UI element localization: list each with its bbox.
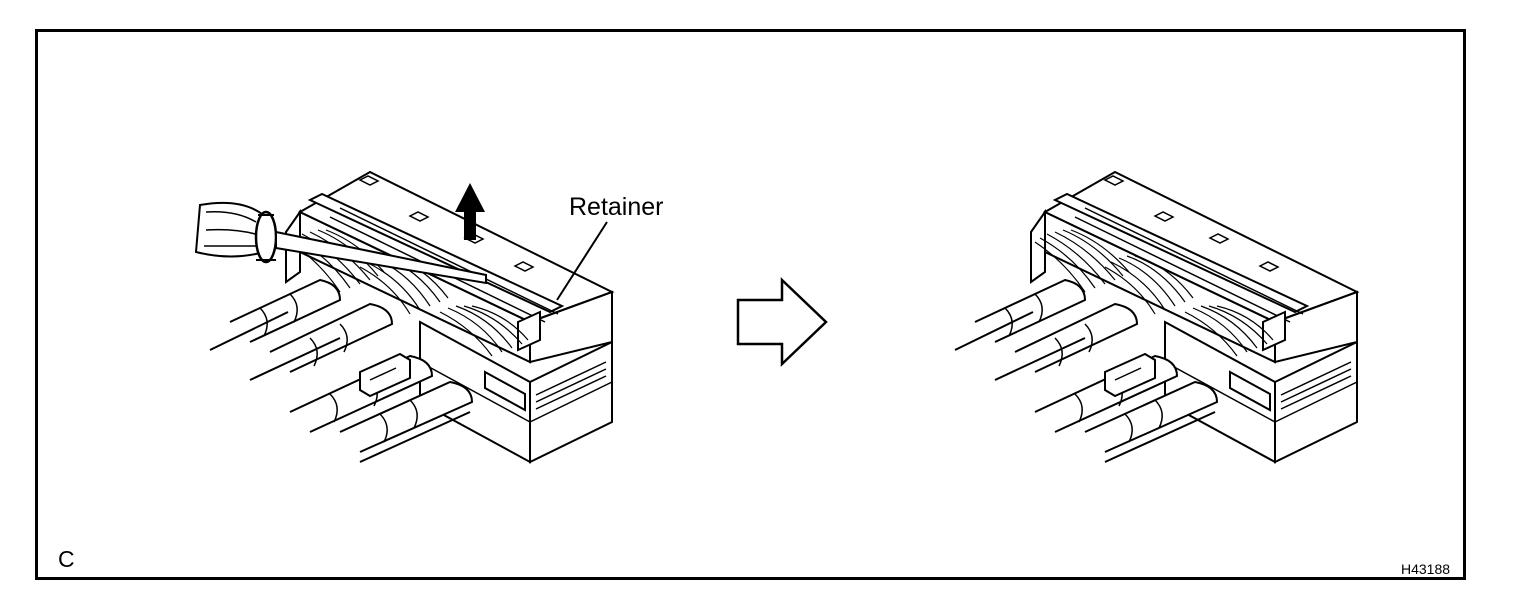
retainer-label: Retainer: [569, 193, 664, 221]
connector-right: [954, 171, 1358, 463]
panel-letter: C: [58, 546, 75, 572]
figure-code: H43188: [1401, 561, 1451, 577]
retainer-leader-line: [556, 221, 608, 301]
up-arrow-icon: [455, 183, 485, 240]
screwdriver: [194, 201, 487, 285]
figure-frame: [35, 29, 1466, 580]
right-outline-arrow-icon: [736, 277, 828, 367]
